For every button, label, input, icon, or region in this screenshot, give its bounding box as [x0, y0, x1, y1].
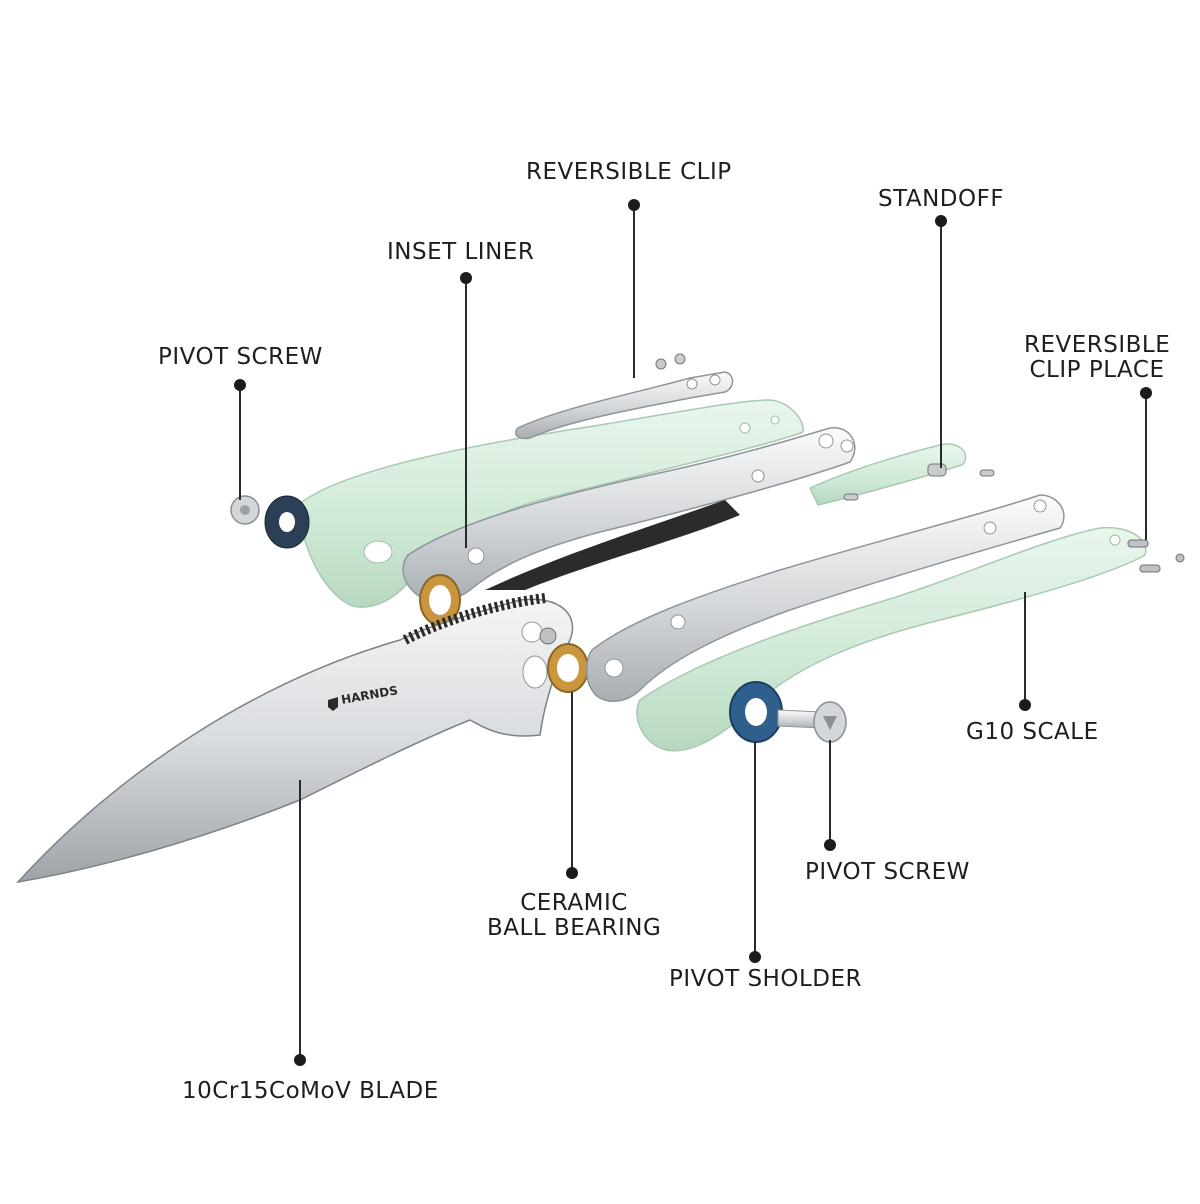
label-inset-liner: INSET LINER — [387, 239, 535, 265]
clip-place-screw — [1139, 564, 1161, 573]
blade-spine-jimping — [402, 593, 546, 645]
label-ceramic-ball-bearing-line2: BALL BEARING — [487, 915, 662, 941]
clip-screw — [655, 358, 667, 370]
inset-liner-lower — [586, 494, 1065, 702]
clip-screw — [674, 353, 686, 365]
label-blade: 10Cr15CoMoV BLADE — [182, 1078, 439, 1104]
label-ceramic-ball-bearing-line1: CERAMIC — [520, 890, 628, 916]
label-g10-scale: G10 SCALE — [966, 719, 1099, 745]
thumb-stud — [539, 627, 557, 645]
scale-hole — [363, 540, 393, 564]
label-pivot-sholder: PIVOT SHOLDER — [669, 966, 862, 992]
label-standoff: STANDOFF — [878, 186, 1005, 212]
label-reversible-clip: REVERSIBLE CLIP — [526, 159, 732, 185]
clip-place-screw — [1127, 539, 1149, 548]
label-reversible-clip-place: REVERSIBLE CLIP PLACE — [1024, 333, 1170, 383]
leader-lines — [234, 199, 1152, 1066]
label-ceramic-ball-bearing: CERAMIC BALL BEARING — [487, 891, 661, 941]
blade — [15, 598, 574, 884]
label-reversible-clip-place-line2: CLIP PLACE — [1029, 357, 1165, 383]
label-reversible-clip-place-line1: REVERSIBLE — [1024, 332, 1171, 358]
standoff — [927, 463, 947, 477]
liner-lock-cutout — [485, 500, 740, 590]
standoff-bar — [808, 443, 967, 506]
reversible-clip — [514, 371, 734, 440]
label-pivot-screw-left: PIVOT SCREW — [158, 344, 323, 370]
label-pivot-screw-right: PIVOT SCREW — [805, 859, 970, 885]
